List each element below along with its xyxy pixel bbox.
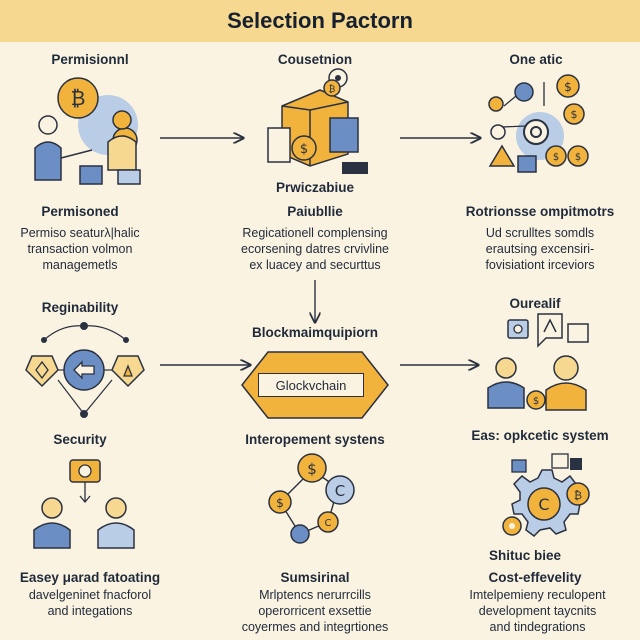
- easy-fatoating-line-2: and integations: [47, 604, 133, 618]
- blockchain-box-label: Glockvchain: [258, 373, 364, 397]
- svg-text:$: $: [276, 496, 284, 510]
- svg-text:₿: ₿: [574, 489, 582, 502]
- onestatic-line-1: Ud scrulltes somdls: [485, 226, 595, 240]
- hub-network-icon: [25, 322, 145, 418]
- svg-text:₿: ₿: [71, 86, 86, 110]
- security-heading: Security: [53, 432, 107, 447]
- svg-text:$: $: [564, 80, 572, 94]
- svg-text:C: C: [335, 482, 345, 500]
- consensus-heading: Prwiczabiue: [275, 180, 355, 195]
- onestatic-heading: Rotrionsse ompitmotrs: [465, 204, 615, 219]
- costeffect-line-2: development taycnits: [478, 604, 597, 618]
- interop-heading: Interopement systens: [245, 432, 385, 447]
- permissioned-top-label: Permisionnl: [51, 52, 129, 67]
- onestatic-description: Ud scrulltes somdls erautsing excensiri-…: [460, 225, 620, 273]
- title-banner: Selection Pactorn: [0, 0, 640, 42]
- people-bitcoin-icon: ₿ ₿: [34, 77, 141, 185]
- permissioned-line-1: Permiso seaturλ|halic: [20, 226, 140, 240]
- onestatic-line-3: fovisiationt irceviors: [485, 258, 595, 272]
- easy-fatoating-line-1: davelgeninet fnacforol: [28, 588, 152, 602]
- connected-coins-icon: $ C $ C: [268, 453, 355, 544]
- overall-heading: Eas: opkcetic system: [471, 428, 609, 443]
- overall-top-label: Ourealif: [509, 296, 561, 311]
- svg-text:$: $: [571, 108, 578, 121]
- svg-text:C: C: [538, 495, 549, 514]
- easy-fatoating-heading: Easey μarad fatoating: [19, 570, 161, 585]
- permissioned-line-3: managemetls: [42, 258, 118, 272]
- consensus-sub-heading: Paiubllie: [287, 204, 343, 219]
- onestatic-line-2: erautsing excensiri-: [485, 242, 595, 256]
- team-coins-icon: $: [487, 313, 589, 411]
- people-exchange-icon: [33, 459, 135, 549]
- permissioned-line-2: transaction volmon: [27, 242, 133, 256]
- onestatic-top-label: One atic: [509, 52, 563, 67]
- consensus-description: Regicationell complensing ecorsening dat…: [225, 225, 405, 273]
- regulability-top-label: Reginability: [41, 300, 119, 315]
- svg-text:$: $: [307, 460, 317, 478]
- costeffect-line-3: and tindegrations: [489, 620, 586, 634]
- sums-rinal-line-1: Mrlptencs nerurrcills: [259, 588, 371, 602]
- sums-rinal-line-3: coyermes and integrtiones: [241, 620, 389, 634]
- sums-rinal-line-2: operorricent exsettie: [258, 604, 372, 618]
- consensus-line-3: ex luacey and securttus: [249, 258, 381, 272]
- svg-text:$: $: [575, 152, 581, 163]
- svg-text:$: $: [533, 396, 539, 407]
- permissioned-heading: Permisoned: [41, 204, 119, 219]
- page-title: Selection Pactorn: [227, 8, 413, 33]
- easy-fatoating-description: davelgeninet fnacforol and integations: [0, 587, 180, 619]
- costeffect-heading: Cost-effevelity: [488, 570, 582, 585]
- svg-text:₿: ₿: [329, 84, 336, 95]
- boxes-coins-icon: $ ₿: [267, 68, 368, 174]
- costeffect-line-1: Imtelpemieny reculopent: [469, 588, 606, 602]
- consensus-top-label: Cousetnion: [277, 52, 353, 67]
- gear-coins-icon: C ₿: [502, 453, 590, 537]
- network-coins-icon: $ $ $ $: [488, 74, 589, 173]
- consensus-line-2: ecorsening datres crvivline: [241, 242, 389, 256]
- sums-rinal-description: Mrlptencs nerurrcills operorricent exset…: [220, 587, 410, 635]
- svg-text:$: $: [553, 152, 559, 163]
- svg-text:$: $: [300, 142, 308, 157]
- blockchain-top-label: Blockmaimquipiorn: [251, 325, 378, 340]
- sums-rinal-heading: Sumsirinal: [280, 570, 350, 585]
- svg-text:C: C: [325, 518, 332, 529]
- costeffect-top-label: Shituc biee: [488, 548, 561, 563]
- permissioned-description: Permiso seaturλ|halic transaction volmon…: [5, 225, 155, 273]
- consensus-line-1: Regicationell complensing: [242, 226, 388, 240]
- costeffect-description: Imtelpemieny reculopent development tayc…: [450, 587, 625, 635]
